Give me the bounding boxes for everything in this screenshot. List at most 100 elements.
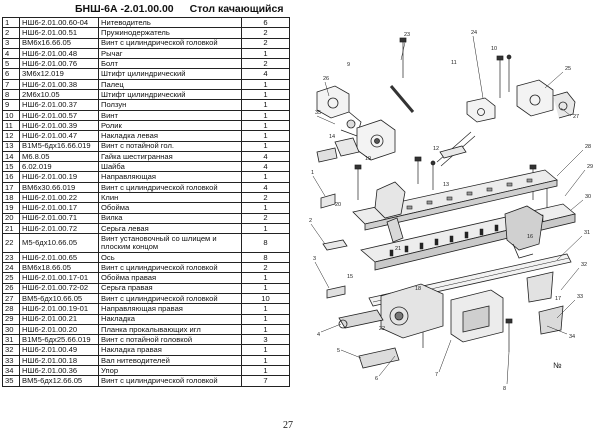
part-number: 3 bbox=[2, 37, 20, 49]
callout-label: 10 bbox=[491, 46, 497, 52]
callout-label: 33 bbox=[577, 294, 583, 300]
part-code: НШ6-2.01.00.57 bbox=[19, 109, 99, 121]
part-name: Серьга левая bbox=[98, 222, 242, 235]
part-number: 10 bbox=[2, 109, 20, 121]
part-number: 25 bbox=[2, 272, 20, 284]
part-number: 5 bbox=[2, 58, 20, 70]
part-code: В1М5-6дх25.66.019 bbox=[19, 334, 99, 346]
callout-label: 7 bbox=[435, 372, 438, 378]
part-code: НШ6-2.01.00.48 bbox=[19, 47, 99, 60]
part-number: 14 bbox=[2, 150, 20, 163]
part-name: Ось bbox=[98, 251, 242, 264]
part-name: Серьга правая bbox=[98, 282, 242, 294]
part-qty: 2 bbox=[241, 212, 290, 224]
part-name: Клин bbox=[98, 192, 242, 204]
part-qty: 1 bbox=[241, 222, 290, 235]
part-number: 27 bbox=[2, 292, 20, 305]
part-number: 16 bbox=[2, 171, 20, 183]
part-code: 6.02.019 bbox=[19, 161, 99, 173]
part-qty: 1 bbox=[241, 78, 290, 91]
callout-label: 11 bbox=[451, 60, 457, 66]
part-name: Вал нитеводителей bbox=[98, 354, 242, 367]
callout-label: 6 bbox=[375, 376, 378, 382]
part-qty: 10 bbox=[241, 292, 290, 305]
part-code: НШ6-2.01.00.76 bbox=[19, 58, 99, 70]
part-qty: 4 bbox=[241, 161, 290, 173]
part-number: 15 bbox=[2, 161, 20, 173]
part-code: НШ6-2.01.00.17-01 bbox=[19, 272, 99, 284]
part-code: НШ6-2.01.00.72-02 bbox=[19, 282, 99, 294]
needle-bar-upper bbox=[352, 169, 558, 231]
part-qty: 2 bbox=[241, 192, 290, 204]
callout-label: 2 bbox=[309, 218, 312, 224]
callout-label: 17 bbox=[555, 296, 561, 302]
wedges bbox=[526, 271, 564, 335]
part-qty: 2 bbox=[241, 262, 290, 274]
part-name: Упор bbox=[98, 364, 242, 377]
part-name: Винт с потайной гол. bbox=[98, 140, 242, 152]
part-qty: 2 bbox=[241, 27, 290, 39]
part-name: Ползун bbox=[98, 99, 242, 111]
callout-label: 3 bbox=[313, 256, 316, 262]
guide-plate bbox=[439, 145, 467, 159]
part-name: Винт с цилиндрической головкой bbox=[98, 37, 242, 49]
part-number: 24 bbox=[2, 262, 20, 274]
callout-label: 8 bbox=[503, 386, 506, 392]
part-name: Планка прокалывающих игл bbox=[98, 323, 242, 336]
part-name: Винт установочный со шлицем и плоским ко… bbox=[98, 233, 242, 253]
part-name: Шайба bbox=[98, 161, 242, 173]
part-qty: 4 bbox=[241, 150, 290, 163]
bearing-block-center bbox=[334, 119, 396, 161]
part-number: 7 bbox=[2, 78, 20, 91]
part-qty: 1 bbox=[241, 47, 290, 60]
callout-label: 15 bbox=[347, 274, 353, 280]
part-name: Накладка правая bbox=[98, 344, 242, 356]
part-number: 20 bbox=[2, 212, 20, 224]
part-qty: 6 bbox=[241, 16, 290, 29]
part-name: Обойма правая bbox=[98, 272, 242, 284]
part-number: 8 bbox=[2, 89, 20, 101]
part-qty: 1 bbox=[241, 119, 290, 132]
screws bbox=[354, 37, 551, 352]
part-name: Нитеводитель bbox=[98, 16, 242, 29]
part-name: Штифт цилиндрический bbox=[98, 89, 242, 101]
part-number: 35 bbox=[2, 375, 20, 387]
part-name: Болт bbox=[98, 58, 242, 70]
part-number: 33 bbox=[2, 354, 20, 367]
part-qty: 7 bbox=[241, 375, 290, 387]
part-name: Пружинодержатель bbox=[98, 27, 242, 39]
part-number: 34 bbox=[2, 364, 20, 377]
page-number: 27 bbox=[283, 420, 293, 431]
callout-label: 25 bbox=[565, 66, 571, 72]
part-number: 19 bbox=[2, 202, 20, 214]
part-name: Направляющая bbox=[98, 171, 242, 183]
bearing-block-left bbox=[316, 85, 362, 137]
part-number: 6 bbox=[2, 68, 20, 80]
part-qty: 1 bbox=[241, 354, 290, 367]
callout-label: 12 bbox=[433, 146, 439, 152]
part-qty: 1 bbox=[241, 344, 290, 356]
part-name: Палец bbox=[98, 78, 242, 91]
part-code: НШ6-2.01.00.18 bbox=[19, 354, 99, 367]
bracket-right bbox=[450, 289, 504, 343]
part-code: НШ6-2.01.00.22 bbox=[19, 192, 99, 204]
part-code: НШ6-2.01.00.19-01 bbox=[19, 303, 99, 315]
callout-label: 23 bbox=[404, 32, 410, 38]
part-qty: 4 bbox=[241, 181, 290, 194]
part-code: НШ6-2.01.00.36 bbox=[19, 364, 99, 377]
